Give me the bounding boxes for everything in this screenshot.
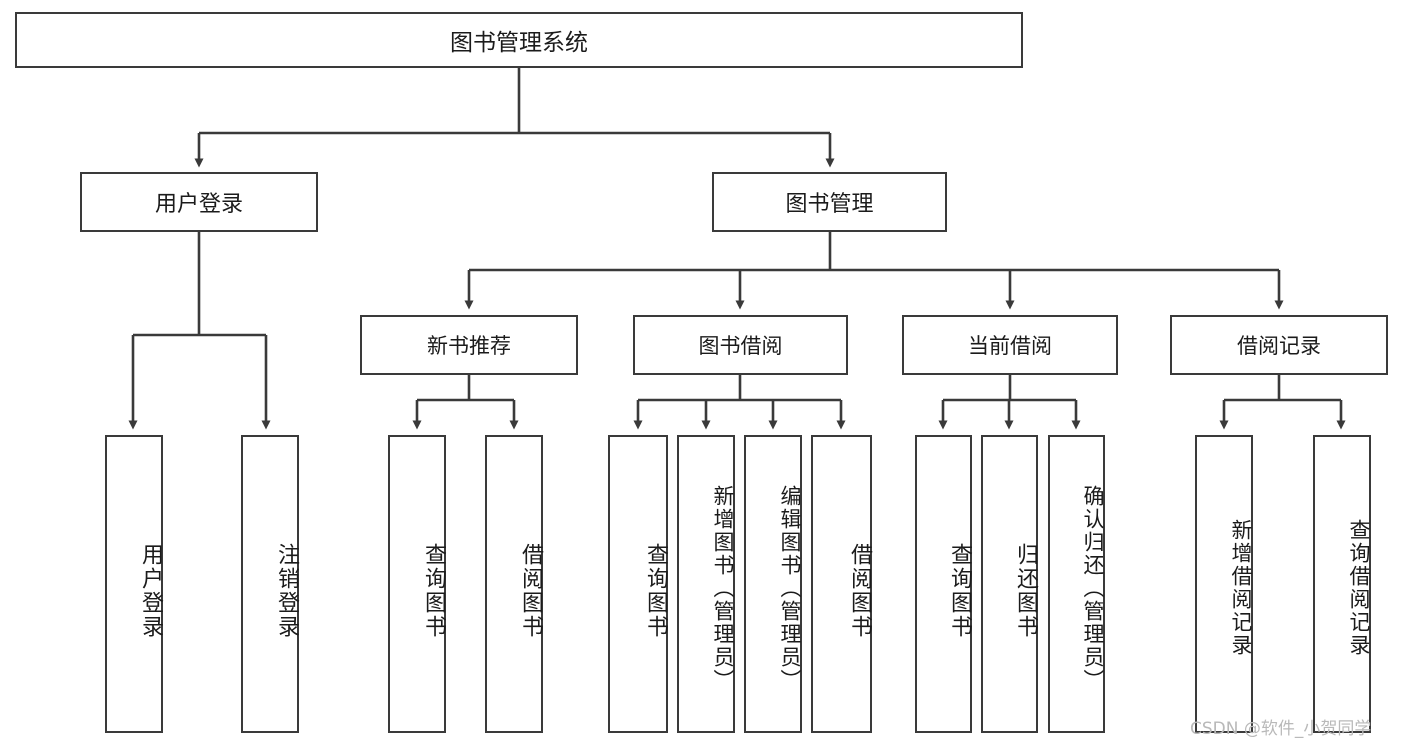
node-book-borrow[interactable]: 图书借阅 [633,315,848,375]
leaf-borrow-query-book[interactable]: 查询图书 [608,435,668,733]
leaf-current-query-book[interactable]: 查询图书 [915,435,972,733]
node-root-system[interactable]: 图书管理系统 [15,12,1023,68]
leaf-user-login-logout[interactable]: 注销登录 [241,435,299,733]
node-borrow-record[interactable]: 借阅记录 [1170,315,1388,375]
leaf-record-add-record[interactable]: 新增借阅记录 [1195,435,1253,733]
leaf-record-query-record[interactable]: 查询借阅记录 [1313,435,1371,733]
node-user-login[interactable]: 用户登录 [80,172,318,232]
leaf-recommend-borrow-book[interactable]: 借阅图书 [485,435,543,733]
leaf-borrow-borrow-book[interactable]: 借阅图书 [811,435,872,733]
leaf-recommend-query-book[interactable]: 查询图书 [388,435,446,733]
leaf-current-confirm-return-admin[interactable]: 确认归还（管理员） [1048,435,1105,733]
node-book-management[interactable]: 图书管理 [712,172,947,232]
leaf-borrow-edit-book-admin[interactable]: 编辑图书（管理员） [744,435,802,733]
node-new-book-recommend[interactable]: 新书推荐 [360,315,578,375]
leaf-user-login-login[interactable]: 用户登录 [105,435,163,733]
node-current-borrow[interactable]: 当前借阅 [902,315,1118,375]
leaf-borrow-add-book-admin[interactable]: 新增图书（管理员） [677,435,735,733]
leaf-current-return-book[interactable]: 归还图书 [981,435,1038,733]
